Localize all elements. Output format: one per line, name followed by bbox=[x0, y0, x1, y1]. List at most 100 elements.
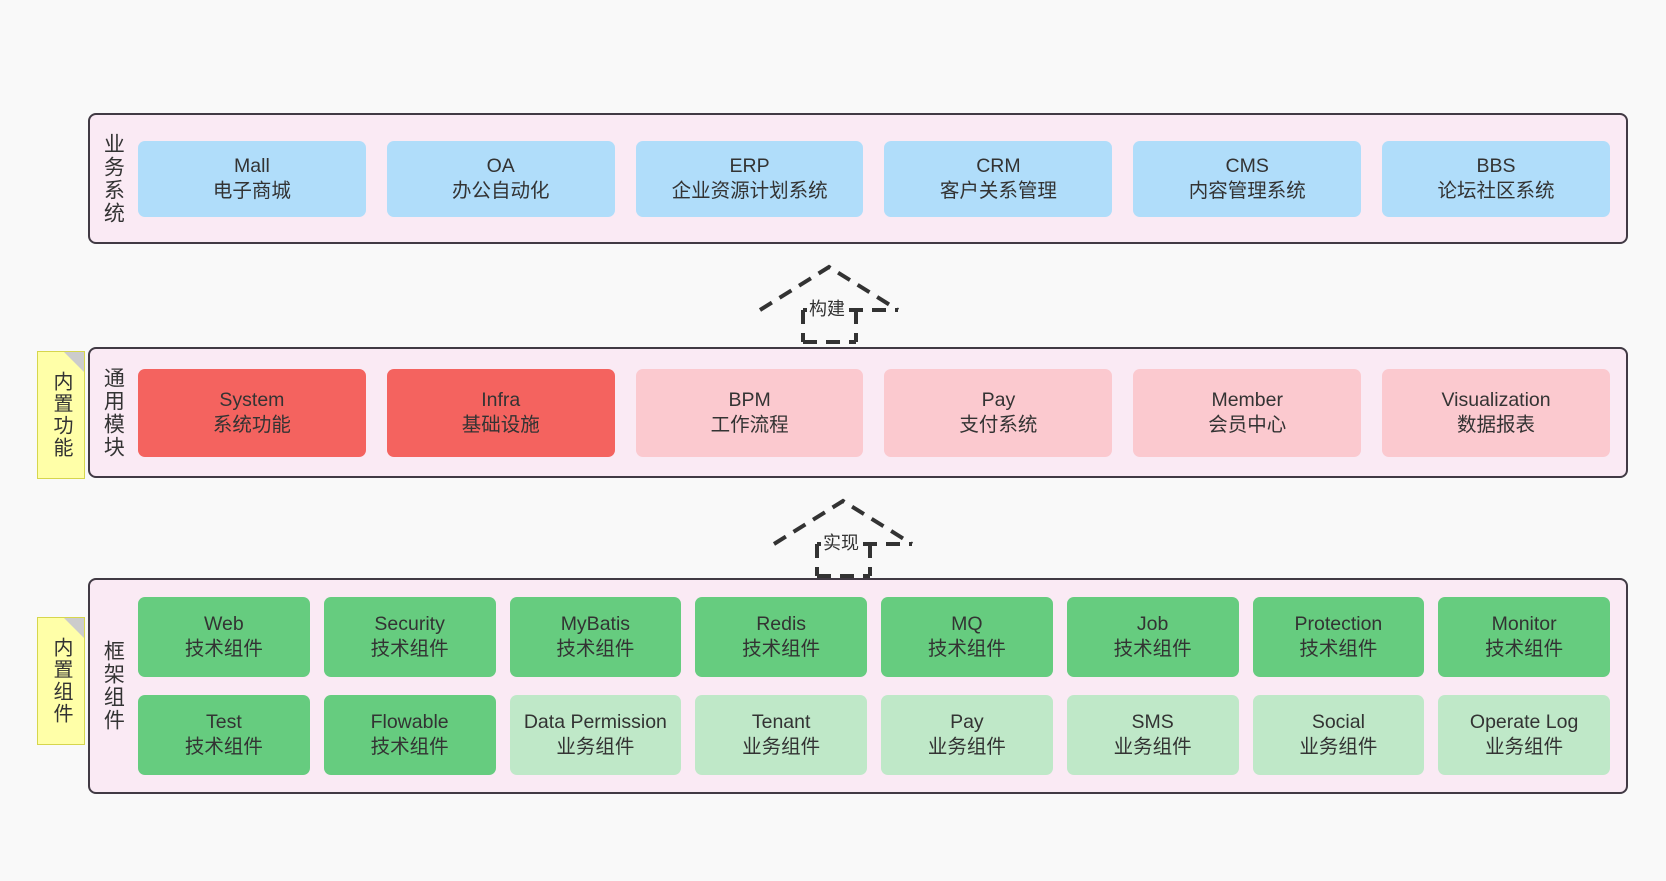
card-title: BBS bbox=[1476, 154, 1516, 177]
card-subtitle: 企业资源计划系统 bbox=[671, 179, 828, 202]
layer-business-systems: 业务系统 Mall 电子商城 OA 办公自动化 ERP 企业资源计划系统 CRM… bbox=[88, 113, 1628, 244]
card-subtitle: 基础设施 bbox=[461, 413, 540, 436]
implement-arrow-icon bbox=[772, 498, 914, 578]
connector-build: 构建 bbox=[755, 262, 905, 344]
connector-build-label: 构建 bbox=[807, 295, 847, 321]
card-subtitle: 支付系统 bbox=[959, 413, 1038, 436]
card-protection[interactable]: Protection 技术组件 bbox=[1252, 597, 1425, 677]
card-subtitle: 办公自动化 bbox=[451, 179, 550, 202]
card-title: CRM bbox=[976, 154, 1021, 177]
card-pay-component[interactable]: Pay 业务组件 bbox=[881, 695, 1053, 775]
card-system[interactable]: System 系统功能 bbox=[138, 368, 366, 457]
card-subtitle: 业务组件 bbox=[1485, 736, 1564, 758]
card-bbs[interactable]: BBS 论坛社区系统 bbox=[1382, 140, 1610, 217]
card-subtitle: 技术组件 bbox=[1299, 638, 1378, 660]
card-subtitle: 客户关系管理 bbox=[939, 179, 1057, 202]
layer-body-business-systems: Mall 电子商城 OA 办公自动化 ERP 企业资源计划系统 CRM 客户关系… bbox=[134, 115, 1626, 242]
build-arrow-icon bbox=[758, 264, 900, 344]
card-subtitle: 业务组件 bbox=[742, 736, 821, 758]
layer-framework-components: 框架组件 Web 技术组件 Security 技术组件 MyBatis 技术组件… bbox=[88, 578, 1628, 794]
card-mybatis[interactable]: MyBatis 技术组件 bbox=[509, 597, 682, 677]
card-title: BPM bbox=[728, 388, 771, 411]
card-subtitle: 论坛社区系统 bbox=[1437, 179, 1555, 202]
card-subtitle: 业务组件 bbox=[1299, 736, 1378, 758]
card-title: Pay bbox=[981, 388, 1016, 411]
card-title: Security bbox=[374, 613, 445, 636]
card-operate-log[interactable]: Operate Log 业务组件 bbox=[1438, 695, 1610, 775]
card-pay-module[interactable]: Pay 支付系统 bbox=[884, 368, 1113, 457]
row-framework-business: Test 技术组件 Flowable 技术组件 Data Permission … bbox=[138, 695, 1610, 775]
card-title: ERP bbox=[729, 154, 770, 177]
card-subtitle: 系统功能 bbox=[212, 413, 291, 436]
card-mall[interactable]: Mall 电子商城 bbox=[138, 140, 366, 217]
card-title: Mall bbox=[234, 154, 270, 177]
card-visualization[interactable]: Visualization 数据报表 bbox=[1382, 368, 1610, 457]
card-title: SMS bbox=[1131, 711, 1174, 734]
card-subtitle: 电子商城 bbox=[212, 179, 291, 202]
card-subtitle: 技术组件 bbox=[742, 638, 821, 660]
card-subtitle: 会员中心 bbox=[1208, 413, 1287, 436]
card-title: Flowable bbox=[370, 711, 449, 734]
card-social[interactable]: Social 业务组件 bbox=[1252, 695, 1425, 775]
note-builtin-features: 内置功能 bbox=[37, 351, 85, 479]
card-security[interactable]: Security 技术组件 bbox=[323, 597, 496, 677]
card-title: CMS bbox=[1225, 154, 1269, 177]
note-label: 内置组件 bbox=[50, 637, 72, 725]
card-sms[interactable]: SMS 业务组件 bbox=[1066, 695, 1239, 775]
card-title: Social bbox=[1311, 711, 1365, 734]
card-oa[interactable]: OA 办公自动化 bbox=[386, 140, 615, 217]
card-subtitle: 技术组件 bbox=[184, 736, 263, 758]
layer-body-general-modules: System 系统功能 Infra 基础设施 BPM 工作流程 Pay 支付系统… bbox=[134, 349, 1626, 476]
layer-general-modules: 通用模块 System 系统功能 Infra 基础设施 BPM 工作流程 Pay… bbox=[88, 347, 1628, 478]
card-subtitle: 技术组件 bbox=[184, 638, 263, 660]
card-job[interactable]: Job 技术组件 bbox=[1066, 597, 1239, 677]
note-label: 内置功能 bbox=[50, 371, 72, 459]
connector-implement: 实现 bbox=[769, 496, 919, 578]
card-title: MyBatis bbox=[560, 613, 631, 636]
card-data-permission[interactable]: Data Permission 业务组件 bbox=[509, 695, 682, 775]
card-subtitle: 技术组件 bbox=[927, 638, 1006, 660]
note-fold-corner-icon bbox=[64, 352, 84, 372]
card-title: MQ bbox=[951, 613, 983, 636]
card-title: Tenant bbox=[751, 711, 811, 734]
row-framework-tech: Web 技术组件 Security 技术组件 MyBatis 技术组件 Redi… bbox=[138, 597, 1610, 677]
row-business-systems: Mall 电子商城 OA 办公自动化 ERP 企业资源计划系统 CRM 客户关系… bbox=[138, 140, 1610, 217]
card-monitor[interactable]: Monitor 技术组件 bbox=[1438, 597, 1610, 677]
card-title: Monitor bbox=[1491, 613, 1557, 636]
card-test[interactable]: Test 技术组件 bbox=[138, 695, 310, 775]
card-title: Test bbox=[205, 711, 242, 734]
connector-implement-label: 实现 bbox=[821, 529, 861, 555]
card-crm[interactable]: CRM 客户关系管理 bbox=[884, 140, 1113, 217]
card-title: Pay bbox=[950, 711, 984, 734]
card-subtitle: 技术组件 bbox=[1113, 638, 1192, 660]
card-erp[interactable]: ERP 企业资源计划系统 bbox=[635, 140, 864, 217]
card-infra[interactable]: Infra 基础设施 bbox=[386, 368, 615, 457]
card-title: Redis bbox=[756, 613, 807, 636]
card-subtitle: 业务组件 bbox=[556, 736, 635, 758]
note-builtin-components: 内置组件 bbox=[37, 617, 85, 745]
card-cms[interactable]: CMS 内容管理系统 bbox=[1133, 140, 1362, 217]
card-flowable[interactable]: Flowable 技术组件 bbox=[323, 695, 496, 775]
card-title: Member bbox=[1211, 388, 1283, 411]
layer-title-business-systems: 业务系统 bbox=[101, 132, 125, 225]
card-web[interactable]: Web 技术组件 bbox=[138, 597, 310, 677]
card-subtitle: 工作流程 bbox=[710, 413, 789, 436]
card-member[interactable]: Member 会员中心 bbox=[1133, 368, 1362, 457]
card-redis[interactable]: Redis 技术组件 bbox=[695, 597, 867, 677]
card-title: OA bbox=[486, 154, 515, 177]
card-title: Visualization bbox=[1441, 388, 1551, 411]
card-bpm[interactable]: BPM 工作流程 bbox=[635, 368, 864, 457]
card-title: Web bbox=[204, 613, 244, 636]
card-title: System bbox=[219, 388, 285, 411]
note-fold-corner-icon bbox=[64, 618, 84, 638]
card-subtitle: 技术组件 bbox=[1485, 638, 1564, 660]
card-subtitle: 技术组件 bbox=[370, 638, 449, 660]
card-tenant[interactable]: Tenant 业务组件 bbox=[695, 695, 867, 775]
card-subtitle: 技术组件 bbox=[370, 736, 449, 758]
card-title: Infra bbox=[481, 388, 521, 411]
card-mq[interactable]: MQ 技术组件 bbox=[881, 597, 1053, 677]
layer-title-general-modules: 通用模块 bbox=[101, 366, 125, 459]
card-subtitle: 技术组件 bbox=[556, 638, 635, 660]
card-title: Data Permission bbox=[523, 711, 667, 734]
